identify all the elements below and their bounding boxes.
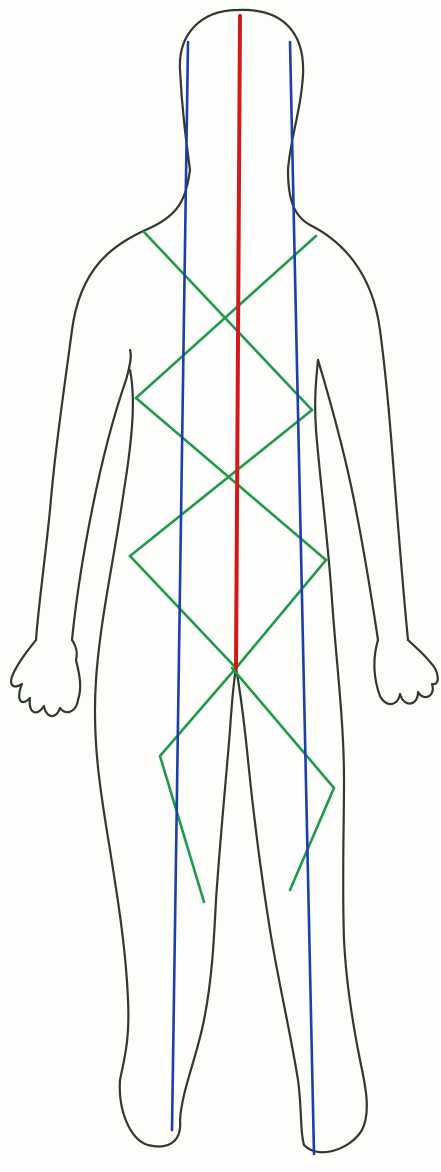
right-leg-outer bbox=[304, 360, 367, 1152]
cross-line bbox=[236, 560, 326, 668]
cross-line bbox=[130, 410, 312, 556]
cross-line bbox=[160, 668, 236, 756]
left-leg-inner bbox=[180, 668, 236, 1120]
cross-line bbox=[144, 232, 312, 410]
cross-line bbox=[130, 556, 236, 668]
red-midline bbox=[236, 16, 240, 668]
cross-line bbox=[136, 236, 316, 398]
left-hand bbox=[11, 640, 80, 716]
cross-line bbox=[232, 668, 334, 788]
green-cross-lines bbox=[130, 232, 334, 902]
cross-line bbox=[290, 788, 334, 890]
left-leg-outer bbox=[95, 370, 180, 1146]
left-arm-outer bbox=[36, 170, 190, 640]
right-hand bbox=[374, 640, 437, 704]
right-arm-inner bbox=[318, 360, 378, 640]
red-center-line bbox=[236, 16, 240, 668]
left-arm-inner bbox=[72, 350, 131, 640]
body-outline bbox=[11, 10, 438, 1152]
cross-line bbox=[160, 756, 204, 902]
